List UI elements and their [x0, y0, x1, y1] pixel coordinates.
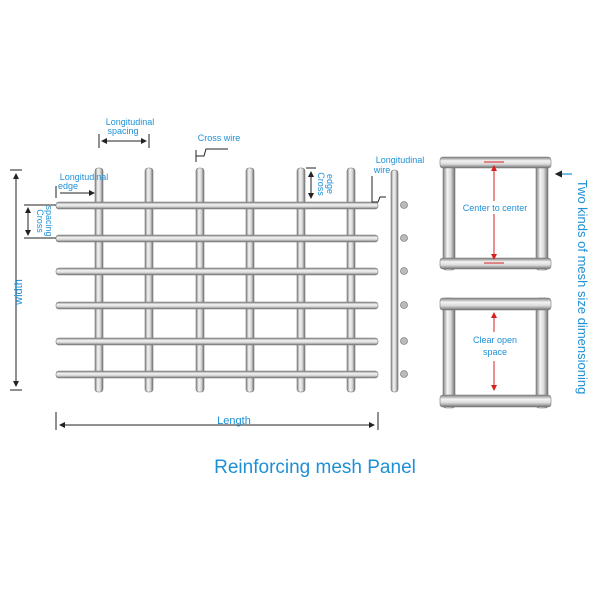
longitudinal-wire — [94, 167, 104, 393]
cross-wire — [55, 370, 379, 379]
clear-open-space-detail: Clear open space — [439, 297, 552, 409]
cross-wire — [55, 234, 379, 243]
center-to-center-label: Center to center — [463, 203, 528, 213]
cross-edge-label-1: Cross — [316, 172, 326, 196]
length-label: Length — [217, 415, 251, 427]
longitudinal-wire — [346, 167, 356, 393]
longitudinal-wire-label-2: wire — [373, 165, 391, 175]
diagram-title: Reinforcing mesh Panel — [214, 457, 416, 478]
clear-open-space-label-1: Clear open — [473, 335, 517, 345]
cross-wire — [55, 301, 379, 310]
longitudinal-wire-label-1: Longitudinal — [376, 155, 425, 165]
longitudinal-edge-label-2: edge — [58, 181, 78, 191]
cross-spacing-label-2: spacing — [44, 205, 54, 236]
longitudinal-edge-dimension: Longitudinal edge — [55, 172, 109, 198]
longitudinal-spacing-dimension: Longitudinal spacing — [98, 117, 155, 148]
longitudinal-wire — [296, 167, 306, 393]
center-to-center-detail: Center to center — [439, 156, 552, 271]
side-note-label: Two kinds of mesh size dimensioning — [575, 180, 590, 395]
length-dimension: Length — [55, 412, 379, 430]
cross-spacing-label-1: Cross — [35, 209, 45, 233]
width-dimension: width — [10, 169, 25, 391]
longitudinal-spacing-label-1: Longitudinal — [106, 117, 155, 127]
cross-wire — [55, 267, 379, 276]
cross-wire — [55, 337, 379, 346]
longitudinal-wire-callout: Longitudinal wire — [371, 155, 425, 203]
width-label: width — [13, 279, 25, 306]
cross-edge-label-2: edge — [325, 174, 335, 194]
cross-wire — [55, 201, 379, 210]
clear-open-space-label-2: space — [483, 347, 507, 357]
longitudinal-spacing-label-2: spacing — [107, 126, 138, 136]
longitudinal-wire — [245, 167, 255, 393]
cross-wire-callout: Cross wire — [195, 133, 241, 162]
longitudinal-edge-label-1: Longitudinal — [60, 172, 109, 182]
side-view — [390, 169, 408, 393]
cross-spacing-dimension: Cross spacing — [24, 204, 56, 239]
longitudinal-wire — [144, 167, 154, 393]
longitudinal-wire — [195, 167, 205, 393]
mesh-panel — [55, 167, 379, 393]
mesh-size-note: Two kinds of mesh size dimensioning — [554, 170, 590, 395]
cross-wire-label: Cross wire — [198, 133, 241, 143]
cross-edge-dimension: Cross edge — [306, 167, 335, 199]
